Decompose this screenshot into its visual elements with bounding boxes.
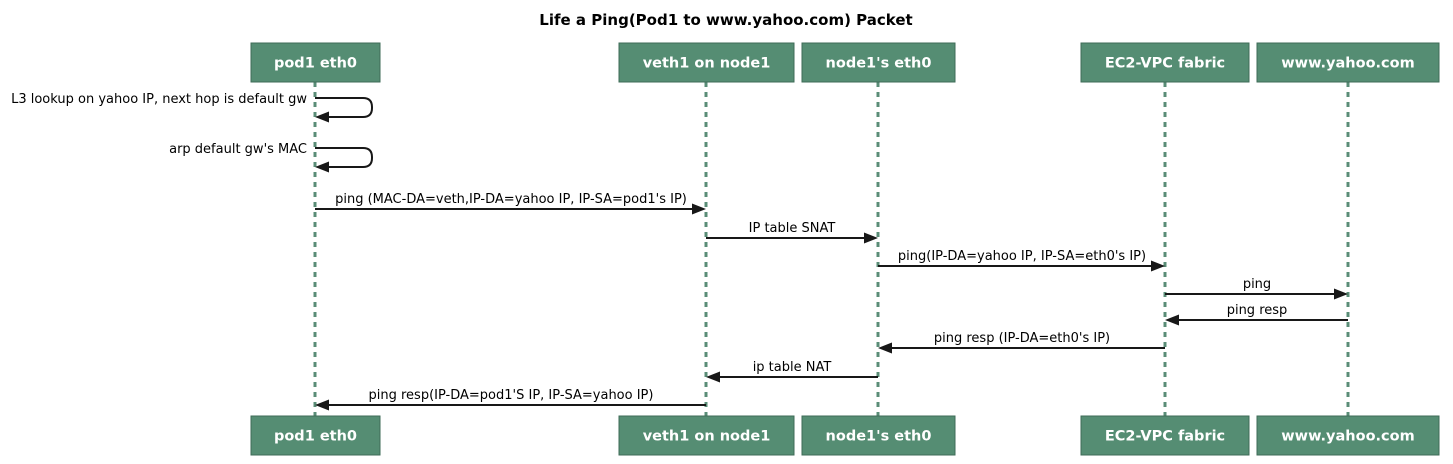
participant-veth1-top[interactable]: veth1 on node1 [618,42,795,83]
participant-box [250,415,381,456]
participant-box [618,415,795,456]
message-1[interactable]: arp default gw's MAC [169,142,373,173]
participant-pod1-bottom[interactable]: pod1 eth0 [250,415,381,456]
arrow-head [315,399,329,411]
message-7[interactable]: ping resp (IP-DA=eth0's IP) [878,331,1165,354]
message-label: arp default gw's MAC [169,142,307,157]
participant-box [1080,42,1250,83]
arrow-head [878,342,892,354]
message-label: ping [1243,277,1271,292]
arrow-head [706,371,720,383]
participant-box [1080,415,1250,456]
arrow-head [315,111,329,123]
arrow-head [1334,288,1348,300]
participant-box [618,42,795,83]
participant-box [250,42,381,83]
message-8[interactable]: ip table NAT [706,360,878,383]
participant-label: pod1 eth0 [274,56,357,72]
arrow-head [1151,260,1165,272]
participant-label: EC2-VPC fabric [1105,429,1225,445]
messages-group: L3 lookup on yahoo IP, next hop is defau… [11,92,1348,411]
participant-label: www.yahoo.com [1281,56,1414,72]
self-message-path [315,97,373,118]
message-label: ping (MAC-DA=veth,IP-DA=yahoo IP, IP-SA=… [335,192,687,207]
participant-box [801,415,956,456]
message-label: IP table SNAT [749,221,836,236]
participant-pod1-top[interactable]: pod1 eth0 [250,42,381,83]
page-title: Life a Ping(Pod1 to www.yahoo.com) Packe… [539,11,912,29]
participant-label: veth1 on node1 [643,429,771,445]
participant-veth1-bottom[interactable]: veth1 on node1 [618,415,795,456]
participant-label: veth1 on node1 [643,56,771,72]
message-label: ip table NAT [753,360,832,375]
message-0[interactable]: L3 lookup on yahoo IP, next hop is defau… [11,92,373,123]
participant-box [1256,415,1440,456]
message-4[interactable]: ping(IP-DA=yahoo IP, IP-SA=eth0's IP) [878,249,1165,272]
message-6[interactable]: ping resp [1165,303,1348,326]
message-9[interactable]: ping resp(IP-DA=pod1'S IP, IP-SA=yahoo I… [315,388,706,411]
message-3[interactable]: IP table SNAT [706,221,878,244]
arrow-head [1165,314,1179,326]
participant-label: pod1 eth0 [274,429,357,445]
participant-label: node1's eth0 [826,429,932,445]
participant-box [801,42,956,83]
arrow-head [315,161,329,173]
message-5[interactable]: ping [1165,277,1348,300]
participant-label: EC2-VPC fabric [1105,56,1225,72]
message-2[interactable]: ping (MAC-DA=veth,IP-DA=yahoo IP, IP-SA=… [315,192,706,215]
participant-ec2vpc-bottom[interactable]: EC2-VPC fabric [1080,415,1250,456]
lifelines-group [313,82,1350,416]
message-label: ping resp(IP-DA=pod1'S IP, IP-SA=yahoo I… [369,388,654,403]
participant-node1eth0-top[interactable]: node1's eth0 [801,42,956,83]
participant-node1eth0-bottom[interactable]: node1's eth0 [801,415,956,456]
self-message-path [315,147,373,168]
participant-boxes-group: pod1 eth0 pod1 eth0 veth1 on node1 veth1 on… [250,42,1440,456]
participant-label: www.yahoo.com [1281,429,1414,445]
participant-box [1256,42,1440,83]
participant-yahoo-top[interactable]: www.yahoo.com [1256,42,1440,83]
message-label: ping resp (IP-DA=eth0's IP) [934,331,1110,346]
participant-label: node1's eth0 [826,56,932,72]
message-label: ping(IP-DA=yahoo IP, IP-SA=eth0's IP) [898,249,1146,264]
participant-yahoo-bottom[interactable]: www.yahoo.com [1256,415,1440,456]
arrow-head [864,232,878,244]
arrow-head [692,203,706,215]
participant-ec2vpc-top[interactable]: EC2-VPC fabric [1080,42,1250,83]
message-label: L3 lookup on yahoo IP, next hop is defau… [11,92,307,107]
message-label: ping resp [1227,303,1288,318]
